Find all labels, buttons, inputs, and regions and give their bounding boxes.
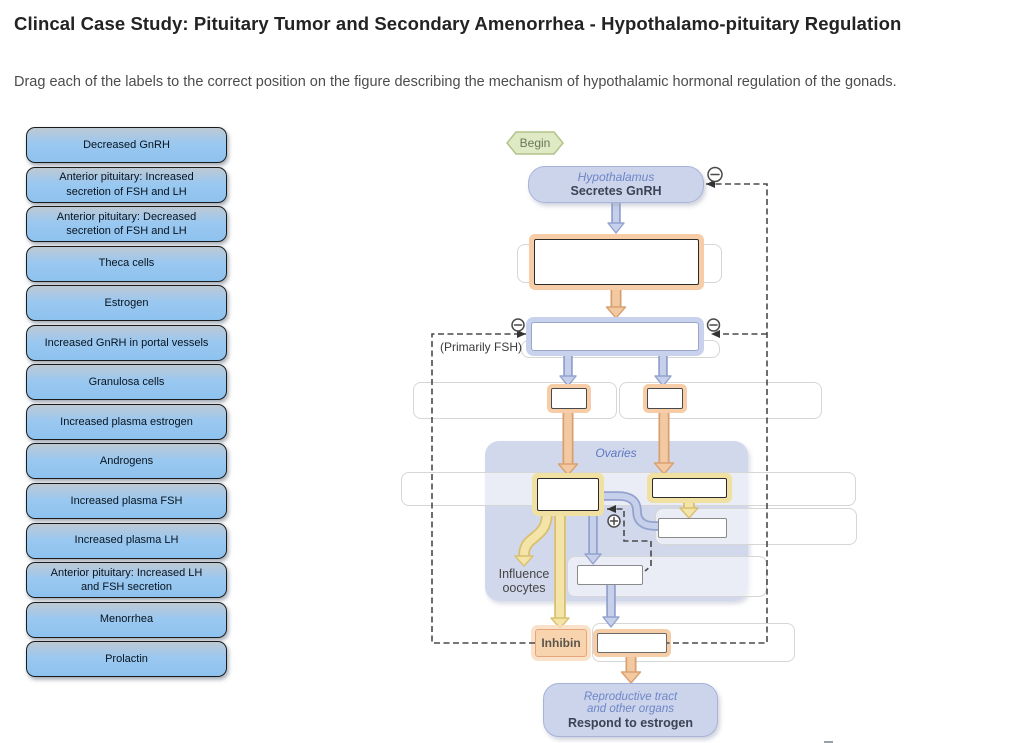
dropbox-plasma-right[interactable] [647, 388, 683, 409]
instructions-text: Drag each of the labels to the correct p… [14, 74, 897, 90]
dropzone-ovary-cells[interactable] [401, 472, 856, 506]
drag-label-13[interactable]: Prolactin [26, 641, 227, 678]
hypothalamus-node: Hypothalamus Secretes GnRH [528, 166, 704, 203]
drag-label-3[interactable]: Theca cells [26, 245, 227, 282]
dropbox-granulosa[interactable] [537, 478, 599, 511]
inhibin-label: Inhibin [541, 636, 581, 650]
reproductive-line2: and other organs [587, 703, 674, 715]
reproductive-line3: Respond to estrogen [567, 715, 693, 730]
influence-oocytes-label: Influence oocytes [498, 567, 550, 595]
hypothalamus-title: Hypothalamus [577, 170, 655, 184]
drag-label-12[interactable]: Menorrhea [26, 601, 227, 638]
dropbox-ant-pituitary[interactable] [531, 322, 699, 351]
reproductive-tract-node: Reproductive tract and other organs Resp… [543, 683, 718, 737]
drag-label-9[interactable]: Increased plasma FSH [26, 482, 227, 519]
drag-label-5[interactable]: Increased GnRH in portal vessels [26, 324, 227, 361]
dropbox-androgens[interactable] [658, 518, 727, 538]
primarily-fsh-label: (Primarily FSH) [440, 340, 522, 354]
hypothalamus-subtitle: Secretes GnRH [570, 184, 662, 198]
dropbox-estrogen[interactable] [577, 565, 643, 585]
reproductive-line1: Reproductive tract [583, 690, 678, 703]
drag-label-6[interactable]: Granulosa cells [26, 364, 227, 401]
drag-label-1[interactable]: Anterior pituitary: Increased secretion … [26, 166, 227, 203]
begin-hexagon-icon [506, 131, 564, 155]
begin-node: Begin [506, 131, 564, 155]
drag-label-4[interactable]: Estrogen [26, 285, 227, 322]
drag-label-11[interactable]: Anterior pituitary: Increased LH and FSH… [26, 562, 227, 599]
drag-label-0[interactable]: Decreased GnRH [26, 127, 227, 163]
drag-label-7[interactable]: Increased plasma estrogen [26, 403, 227, 440]
ovaries-label: Ovaries [595, 446, 637, 460]
dropbox-plasma-estrogen[interactable] [597, 633, 667, 653]
cutoff-element [824, 741, 833, 743]
page-title: Clincal Case Study: Pituitary Tumor and … [14, 13, 902, 34]
drag-label-2[interactable]: Anterior pituitary: Decreased secretion … [26, 206, 227, 243]
inhibin-box: Inhibin [535, 629, 587, 657]
dropbox-theca[interactable] [652, 478, 727, 498]
dropbox-plasma-left[interactable] [551, 388, 587, 409]
begin-label: Begin [519, 136, 551, 150]
dropbox-gnrh-portal[interactable] [534, 239, 699, 285]
drag-label-10[interactable]: Increased plasma LH [26, 522, 227, 559]
drag-label-8[interactable]: Androgens [26, 443, 227, 480]
